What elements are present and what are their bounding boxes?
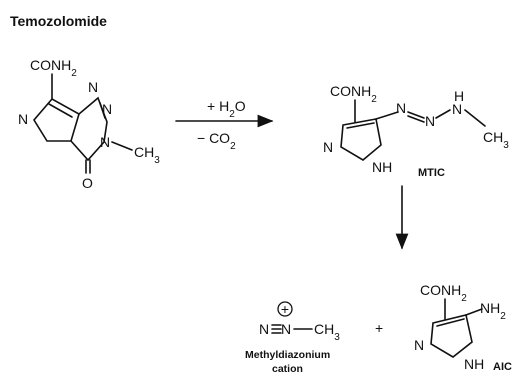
methyldiazonium-structure: + N N CH3 Methyldiazonium cation: [245, 301, 340, 375]
methyldiazonium-n2: N: [281, 321, 291, 337]
temozolomide-conh2-label: CONH2: [30, 57, 77, 79]
mtic-n2: N: [425, 113, 435, 129]
methyldiazonium-n1: N: [259, 321, 269, 337]
positive-charge-icon: [277, 301, 293, 317]
methyldiazonium-label-line1: Methyldiazonium: [245, 349, 330, 361]
scheme-title: Temozolomide: [10, 13, 107, 29]
temozolomide-ch3-label: CH3: [134, 144, 160, 166]
aic-nh2-label: NH2: [480, 300, 506, 322]
mtic-n1: N: [396, 100, 406, 116]
mtic-ch3-label: CH3: [483, 129, 509, 151]
mtic-n-ring: N: [323, 139, 333, 155]
temozolomide-oxygen: O: [82, 175, 93, 191]
mtic-n3: N: [452, 101, 462, 117]
mtic-conh2-label: CONH2: [330, 83, 377, 105]
methyldiazonium-charge: +: [281, 301, 289, 317]
aic-structure: CONH2 NH2 N NH AIC: [414, 282, 512, 373]
reagent-minus-co2: − CO2: [197, 130, 236, 152]
temozolomide-n-left: N: [18, 111, 28, 127]
methyldiazonium-label-line2: cation: [272, 363, 303, 375]
mtic-structure: CONH2 N NH N N H N CH3 MTIC: [323, 83, 509, 179]
mtic-h: H: [454, 88, 464, 104]
temozolomide-n-methyl: N: [100, 134, 110, 150]
methyldiazonium-ch3-label: CH3: [314, 321, 340, 343]
temozolomide-structure: CONH2 N N N N CH3 O: [18, 57, 160, 191]
reagent-plus-water: + H2O: [207, 98, 246, 120]
aic-nh: NH: [464, 356, 484, 372]
temozolomide-n-top2: N: [102, 101, 112, 117]
mtic-nh: NH: [372, 159, 392, 175]
temozolomide-n-top1: N: [88, 79, 98, 95]
aic-label: AIC: [493, 361, 512, 373]
products-plus-sign: +: [375, 320, 383, 336]
aic-n-ring: N: [414, 337, 424, 353]
mtic-label: MTIC: [418, 167, 445, 179]
aic-conh2-label: CONH2: [420, 282, 467, 304]
